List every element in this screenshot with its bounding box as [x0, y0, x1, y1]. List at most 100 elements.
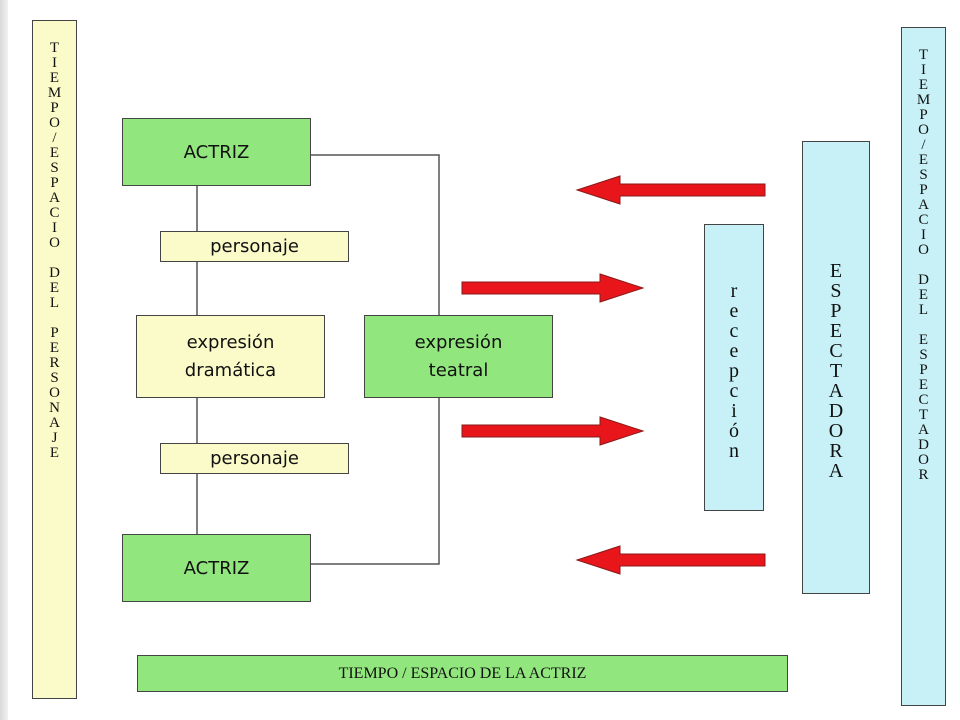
band-letter: C: [918, 212, 929, 228]
arrow-right-upper: [461, 273, 645, 303]
band-letter: E: [918, 332, 929, 348]
band-letter: T: [918, 407, 929, 423]
espectadora-letter: E: [829, 319, 843, 342]
band-letter: I: [52, 220, 57, 236]
band-letter: [53, 311, 57, 326]
band-letter: I: [921, 62, 926, 78]
recepcion-letter: i: [731, 399, 737, 422]
band-letter: E: [49, 445, 60, 461]
band-letter: P: [919, 362, 928, 378]
expresion-dramatica-line1: expresión: [186, 331, 275, 353]
band-letter: S: [919, 167, 928, 183]
espectadora-letter: A: [828, 459, 844, 482]
band-letter: C: [918, 392, 929, 408]
arrow-left-top: [575, 175, 766, 205]
band-letter: P: [919, 182, 928, 198]
personaje-top-label: personaje: [210, 236, 299, 257]
band-letter: E: [918, 377, 929, 393]
band-letter: P: [50, 100, 59, 116]
personaje-top-box: personaje: [160, 231, 349, 262]
time-space-actress-band: TIEMPO / ESPACIO DE LA ACTRIZ: [137, 655, 788, 692]
band-letter: E: [49, 145, 60, 161]
expresion-teatral-box: expresión teatral: [364, 315, 553, 398]
band-letter: D: [49, 265, 60, 281]
band-letter: R: [918, 467, 929, 483]
actriz-top-box: ACTRIZ: [122, 118, 311, 186]
espectadora-letter: O: [828, 419, 844, 442]
recepcion-letter: p: [729, 359, 739, 382]
band-letter: E: [49, 280, 60, 296]
band-letter: L: [918, 302, 929, 318]
band-letter: [922, 258, 926, 273]
expresion-dramatica-line2: dramática: [184, 359, 277, 381]
band-letter: D: [918, 272, 929, 288]
personaje-bottom-box: personaje: [160, 443, 349, 474]
band-letter: P: [919, 107, 928, 123]
band-letter: O: [49, 235, 60, 251]
expresion-dramatica-box: expresión dramática: [136, 315, 325, 398]
espectadora-letter: C: [829, 339, 843, 362]
band-letter: A: [49, 190, 60, 206]
recepcion-letter: n: [729, 439, 739, 462]
band-letter: T: [918, 47, 929, 63]
actriz-top-to-teatral-line: [311, 154, 440, 315]
personaje-bottom-label: personaje: [210, 448, 299, 469]
band-letter: I: [52, 55, 57, 71]
arrow-left-bottom: [575, 545, 766, 575]
actriz-top-label: ACTRIZ: [183, 141, 250, 163]
band-letter: [922, 318, 926, 333]
band-letter: S: [919, 347, 928, 363]
band-letter: R: [49, 355, 60, 371]
espectadora-letter: P: [830, 299, 842, 322]
time-space-actress-label: TIEMPO / ESPACIO DE LA ACTRIZ: [338, 664, 587, 682]
recepcion-letter: ó: [729, 419, 739, 442]
band-letter: P: [50, 175, 59, 191]
band-letter: S: [50, 370, 59, 386]
band-letter: P: [50, 325, 59, 341]
band-letter: E: [918, 77, 929, 93]
espectadora-letter: A: [828, 379, 844, 402]
band-letter: T: [49, 40, 60, 56]
espectadora-letter: R: [829, 439, 843, 462]
recepcion-letter: c: [729, 319, 739, 342]
band-letter: L: [49, 295, 60, 311]
band-letter: S: [50, 160, 59, 176]
band-letter: O: [49, 385, 60, 401]
band-letter: I: [921, 227, 926, 243]
band-letter: /: [921, 137, 926, 153]
band-letter: A: [918, 197, 929, 213]
band-letter: E: [918, 152, 929, 168]
recepcion-letter: e: [729, 299, 739, 322]
arrow-right-lower: [461, 416, 645, 446]
band-letter: A: [918, 422, 929, 438]
band-letter: N: [49, 400, 60, 416]
expresion-teatral-line1: expresión: [414, 331, 503, 353]
band-letter: [53, 251, 57, 266]
band-letter: E: [49, 340, 60, 356]
band-letter: O: [49, 115, 60, 131]
band-letter: M: [47, 85, 62, 101]
band-letter: E: [49, 70, 60, 86]
band-letter: J: [51, 430, 58, 446]
recepcion-letter: r: [730, 279, 738, 302]
actriz-bottom-label: ACTRIZ: [183, 557, 250, 579]
band-letter: O: [918, 122, 929, 138]
espectadora-letter: S: [830, 279, 842, 302]
espectadora-letter: E: [829, 259, 843, 282]
actriz-bottom-to-teatral-line: [311, 398, 440, 565]
band-letter: O: [918, 452, 929, 468]
band-letter: D: [918, 437, 929, 453]
espectadora-letter: T: [829, 359, 843, 382]
recepcion-letter: e: [729, 339, 739, 362]
band-letter: O: [918, 242, 929, 258]
espectadora-letter: D: [828, 399, 844, 422]
recepcion-letter: c: [729, 379, 739, 402]
